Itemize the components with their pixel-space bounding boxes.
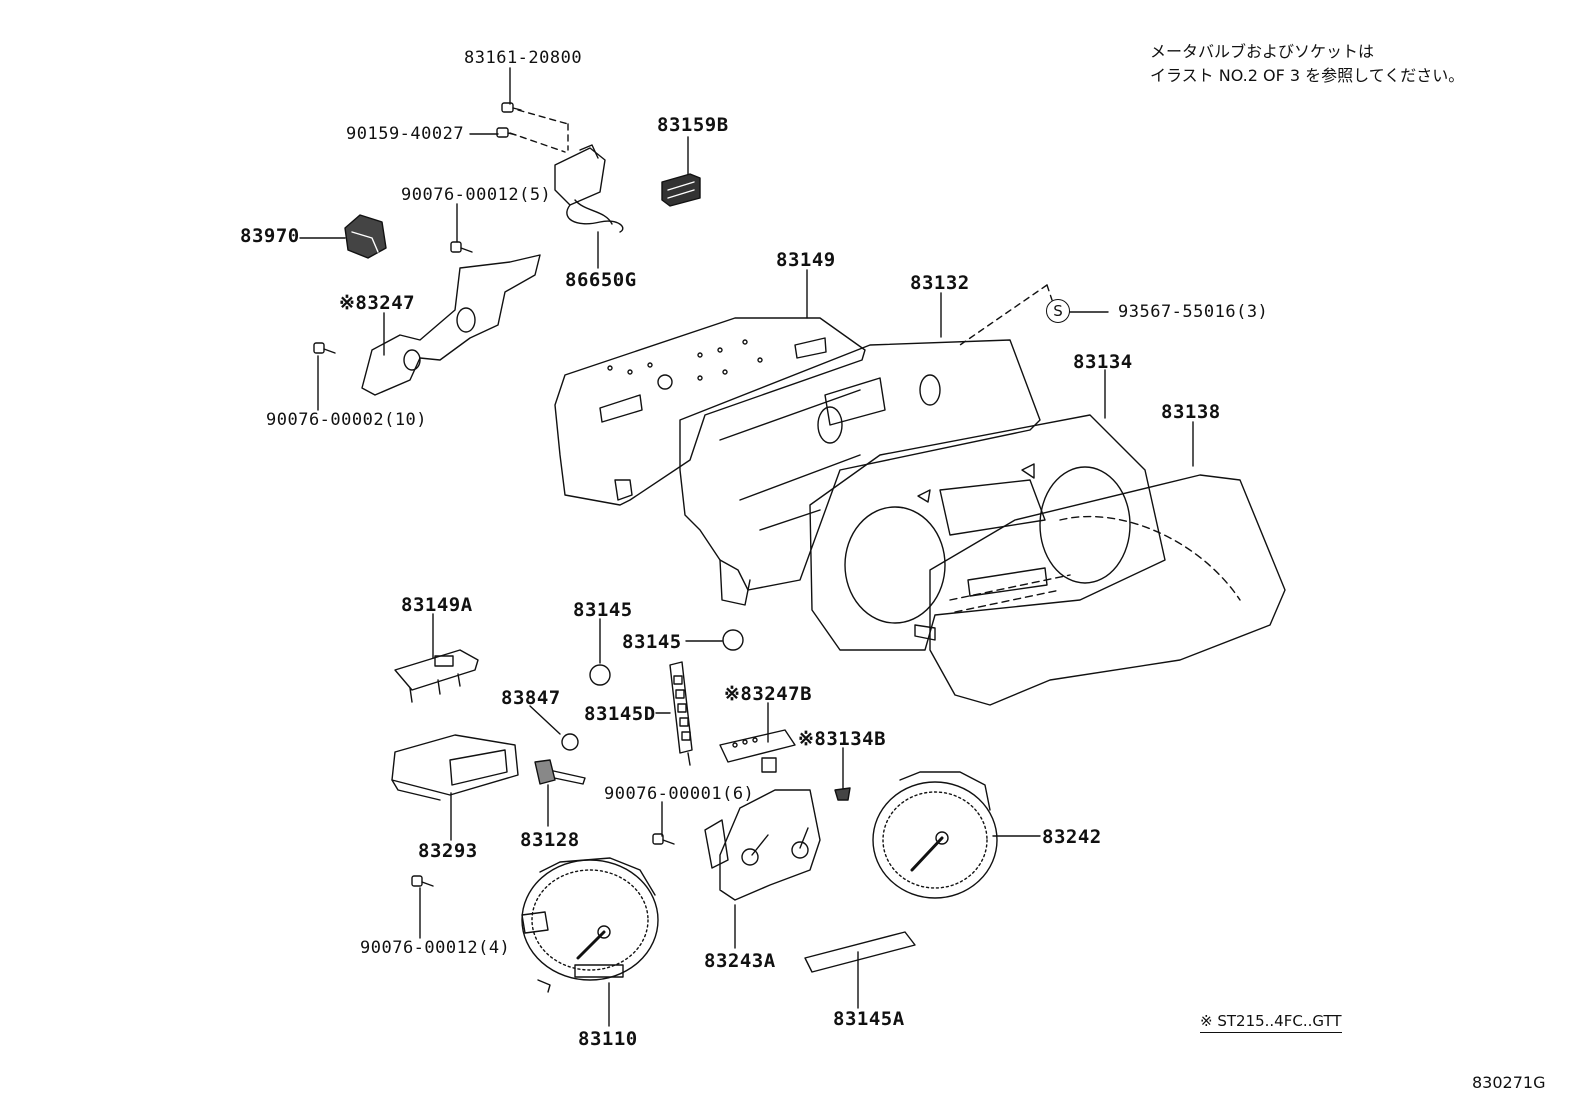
label-83159b: 83159B [657, 114, 729, 136]
led-strip-83145d [669, 661, 693, 766]
label-86650g: 86650G [565, 269, 637, 291]
label-90076-00001-6: 90076-00001(6) [604, 784, 755, 804]
label-83293: 83293 [418, 840, 478, 862]
label-83145-top: 83145 [573, 599, 633, 621]
bulb-83145-b [722, 629, 744, 651]
screws [313, 102, 675, 887]
label-90076-00002-10: 90076-00002(10) [266, 410, 428, 430]
label-90076-00012-5: 90076-00012(5) [401, 185, 552, 205]
label-83134b: ※83134B [798, 728, 887, 750]
clip-83134b [834, 787, 851, 801]
flasher-relay-86650g [554, 144, 624, 233]
label-83847: 83847 [501, 687, 561, 709]
meter-mask-83134 [809, 414, 1166, 651]
printed-circuit-83149 [554, 317, 866, 506]
meter-housing-83132 [679, 339, 1041, 606]
leader-lines [299, 67, 1194, 1027]
trip-knob-83128 [534, 759, 586, 785]
note-line-2: イラスト NO.2 OF 3 を参照してください。 [1150, 66, 1465, 85]
label-90076-00012-4: 90076-00012(4) [360, 938, 511, 958]
note-line-1: メータバルブおよびソケットは [1150, 42, 1375, 61]
label-83145a: 83145A [833, 1008, 905, 1030]
label-90159-40027: 90159-40027 [346, 124, 465, 144]
label-83128: 83128 [520, 829, 580, 851]
label-83970: 83970 [240, 225, 300, 247]
bulb-83145-a [589, 664, 611, 686]
dashed-leaders [509, 109, 1053, 346]
diagram-code: 830271G [1472, 1073, 1546, 1092]
label-83161-20800: 83161-20800 [464, 48, 583, 68]
applicability-footnote: ※ ST215..4FC..GTT [1200, 1012, 1342, 1033]
label-83243a: 83243A [704, 950, 776, 972]
combination-gauge-83243a [704, 789, 821, 901]
bracket-83247 [361, 254, 541, 396]
buzzer-83970 [344, 214, 387, 259]
panel-83145a [804, 931, 916, 973]
label-83145-mid: 83145 [622, 631, 682, 653]
label-83149: 83149 [776, 249, 836, 271]
meter-glass-83138 [914, 474, 1286, 706]
tachometer-83242 [872, 771, 998, 899]
circuit-board-83149a [394, 649, 479, 703]
connector-83159b [661, 173, 701, 207]
label-83134: 83134 [1073, 351, 1133, 373]
label-83149a: 83149A [401, 594, 473, 616]
clip-83847 [561, 733, 579, 751]
label-83110: 83110 [578, 1028, 638, 1050]
label-83145d: 83145D [584, 703, 656, 725]
label-83247b: ※83247B [724, 683, 813, 705]
fastener-s-symbol: S [1046, 299, 1070, 323]
circuit-board-83247b [719, 729, 796, 773]
bulb-socket-note: メータバルブおよびソケットは イラスト NO.2 OF 3 を参照してください。 [1150, 40, 1464, 88]
label-93567-55016-3: 93567-55016(3) [1118, 302, 1269, 322]
label-83138: 83138 [1161, 401, 1221, 423]
label-83242: 83242 [1042, 826, 1102, 848]
label-83247: ※83247 [339, 292, 416, 314]
label-83132: 83132 [910, 272, 970, 294]
lcd-module-83293 [391, 734, 519, 801]
speedometer-83110 [521, 857, 659, 993]
